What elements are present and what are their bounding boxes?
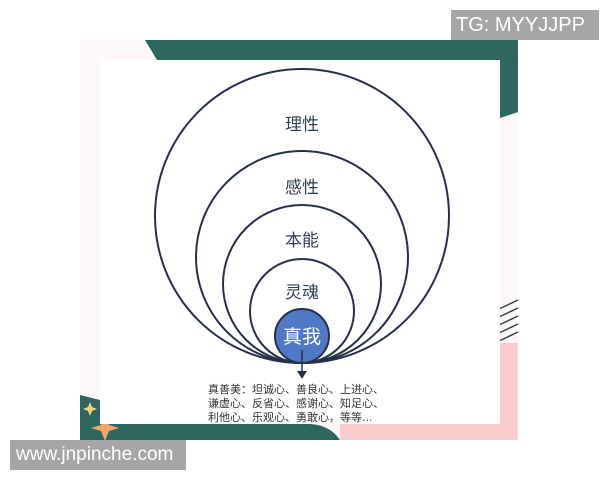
- label-true-self: 真我: [283, 326, 321, 348]
- caption-line: 真善美：坦诚心、善良心、上进心、: [208, 383, 384, 396]
- watermark-bottom: www.jnpinche.com: [10, 440, 186, 470]
- label-rational: 理性: [285, 115, 319, 135]
- label-emotional: 感性: [285, 178, 319, 198]
- label-soul: 灵魂: [285, 283, 319, 303]
- caption-line: 谦虚心、反省心、感谢心、知足心、: [208, 397, 384, 410]
- teal-band-top: [145, 40, 518, 118]
- watermark-top: TG: MYYJJPP: [451, 10, 599, 40]
- caption-line: 利他心、乐观心、勇敢心，等等...: [208, 411, 373, 424]
- arrow-down-icon: [297, 371, 307, 379]
- caption: 真善美：坦诚心、善良心、上进心、 谦虚心、反省心、感谢心、知足心、 利他心、乐观…: [208, 383, 384, 425]
- label-instinct: 本能: [285, 231, 319, 251]
